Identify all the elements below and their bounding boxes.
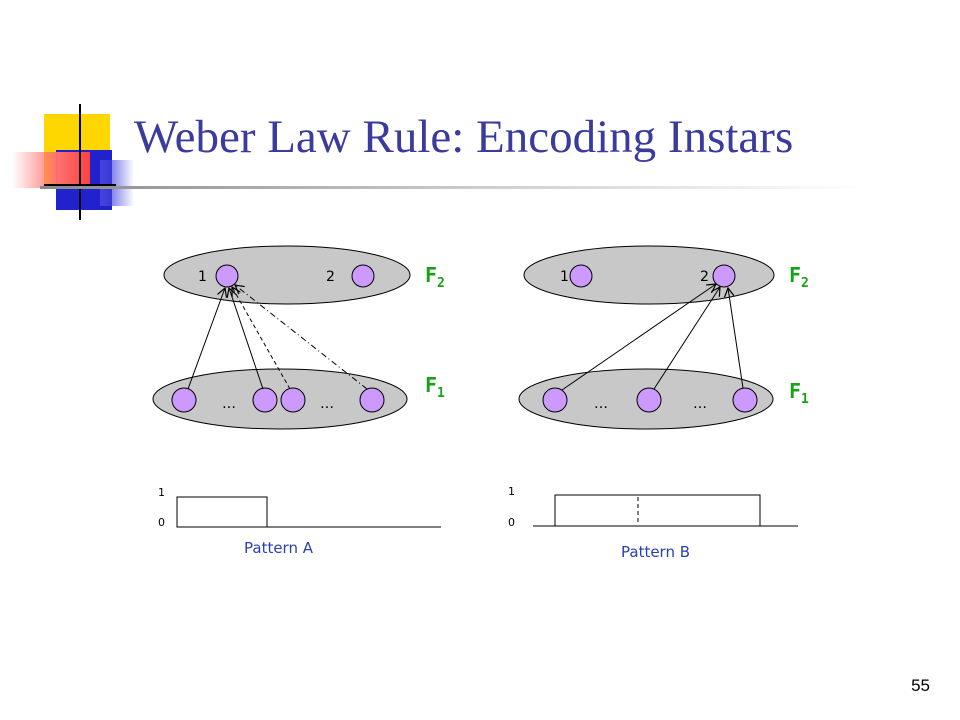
pattern-b-pulse bbox=[554, 494, 761, 527]
left-f2-node2-label: 2 bbox=[326, 269, 335, 285]
decor-blue-fade bbox=[100, 160, 134, 206]
left-f1-node bbox=[359, 387, 385, 413]
right-f2-node2 bbox=[712, 264, 736, 288]
page-number: 55 bbox=[911, 676, 930, 695]
right-f1-dots-b: … bbox=[693, 396, 707, 412]
title-underline bbox=[40, 186, 870, 189]
right-f1-node bbox=[542, 387, 568, 413]
right-f1-node bbox=[732, 387, 758, 413]
pattern-b-label: Pattern B bbox=[621, 543, 690, 561]
pattern-b-y-high: 1 bbox=[508, 485, 515, 498]
decor-vertical-line bbox=[79, 104, 81, 220]
right-f2-node2-label: 2 bbox=[700, 269, 709, 285]
decor-red-block bbox=[12, 152, 90, 188]
left-connection-dashdot bbox=[235, 285, 368, 390]
pattern-a-label: Pattern A bbox=[244, 539, 314, 557]
right-connection-solid bbox=[561, 284, 716, 391]
left-f2-label: F2 bbox=[425, 263, 445, 291]
left-f1-node bbox=[280, 387, 306, 413]
left-connection-solid bbox=[187, 288, 225, 390]
right-f1-node bbox=[636, 387, 662, 413]
pattern-b: 1 0 Pattern B bbox=[508, 485, 798, 561]
decor-horizontal-line bbox=[44, 184, 116, 186]
left-connection-solid bbox=[229, 288, 264, 390]
right-network: 1 2 … … F2 F1 bbox=[518, 245, 809, 430]
right-f2-label: F2 bbox=[789, 263, 809, 291]
right-f2-node1-label: 1 bbox=[560, 269, 569, 285]
pattern-b-y-low: 0 bbox=[508, 516, 515, 529]
pattern-a: 1 0 Pattern A bbox=[158, 486, 441, 557]
left-f1-label: F1 bbox=[425, 373, 445, 401]
left-f2-node1-label: 1 bbox=[198, 269, 207, 285]
left-f1-node bbox=[171, 387, 197, 413]
left-connection-dashed bbox=[232, 287, 291, 390]
pattern-a-y-low: 0 bbox=[158, 516, 165, 529]
left-f1-layer bbox=[152, 368, 408, 430]
slide-title: Weber Law Rule: Encoding Instars bbox=[134, 111, 794, 163]
right-connection-solid bbox=[653, 287, 720, 390]
right-f1-dots-a: … bbox=[594, 396, 608, 412]
right-f1-label: F1 bbox=[789, 379, 809, 407]
pattern-a-y-high: 1 bbox=[158, 486, 165, 499]
left-f2-node2 bbox=[351, 264, 375, 288]
right-connection-solid bbox=[728, 288, 744, 389]
left-f2-node1 bbox=[215, 264, 239, 288]
pattern-a-pulse bbox=[176, 496, 268, 528]
left-f1-dots-a: … bbox=[222, 396, 236, 412]
left-network: 1 2 … … F2 F1 bbox=[152, 245, 445, 430]
right-f2-node1 bbox=[569, 264, 593, 288]
left-f1-node bbox=[252, 387, 278, 413]
left-f1-dots-b: … bbox=[320, 396, 334, 412]
